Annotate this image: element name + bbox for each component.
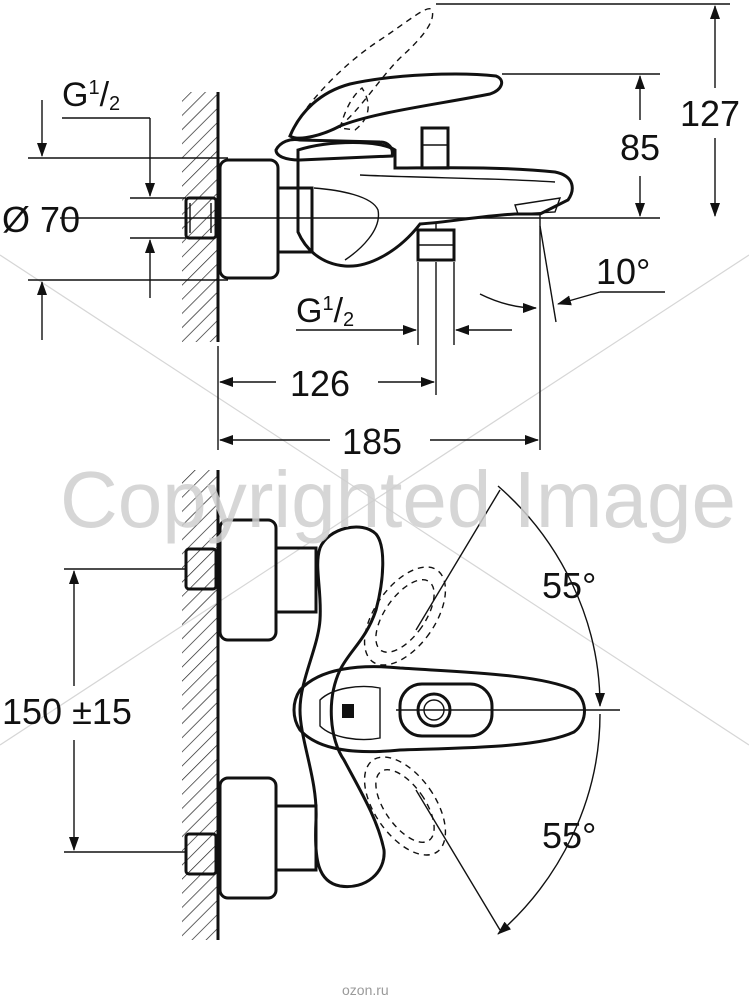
side-view bbox=[28, 3, 730, 450]
footer-source-text: ozon.ru bbox=[342, 982, 389, 998]
rotation-lower-label: 55° bbox=[542, 815, 596, 856]
rotation-upper-label: 55° bbox=[542, 565, 596, 606]
lever-indicator bbox=[342, 704, 354, 718]
faucet-body bbox=[296, 141, 574, 268]
aerator bbox=[514, 197, 562, 215]
cartridge-cap bbox=[274, 138, 394, 162]
dimension-labels: G1/2 Ø 70 85 127 10° G1/2 126 185 55° 55… bbox=[2, 76, 740, 856]
front-view-angle-lines bbox=[396, 485, 620, 935]
front-view bbox=[64, 470, 620, 940]
diverter-knob bbox=[420, 126, 450, 170]
lever-rotation-positions bbox=[363, 566, 447, 856]
wall-hatch-top bbox=[182, 92, 218, 342]
lever-raised-outline bbox=[289, 8, 434, 137]
side-view-extension-lines bbox=[28, 3, 730, 450]
diameter-label: Ø 70 bbox=[2, 199, 80, 240]
lever-closed bbox=[288, 72, 504, 140]
height-85-label: 85 bbox=[620, 127, 660, 168]
spacing-150-label: 150 ±15 bbox=[2, 691, 132, 732]
thread-label-left: G1/2 bbox=[62, 76, 120, 115]
lower-connection-nut bbox=[184, 832, 218, 876]
escutcheon bbox=[218, 158, 280, 280]
body-stub bbox=[276, 186, 314, 254]
thread-label-right: G1/2 bbox=[296, 292, 354, 331]
height-127-label: 127 bbox=[680, 93, 740, 134]
length-185-label: 185 bbox=[342, 421, 402, 462]
front-view-dimension-arrows bbox=[64, 568, 186, 853]
length-126-label: 126 bbox=[290, 363, 350, 404]
watermark-lines bbox=[0, 254, 749, 746]
upper-stub bbox=[274, 546, 318, 614]
angle-10-label: 10° bbox=[596, 251, 650, 292]
side-view-dimension-arrows bbox=[37, 5, 720, 445]
lower-stub bbox=[274, 804, 318, 872]
lower-escutcheon bbox=[218, 776, 278, 900]
front-lever bbox=[292, 665, 586, 754]
watermark-text: Copyrighted Image bbox=[60, 455, 736, 544]
